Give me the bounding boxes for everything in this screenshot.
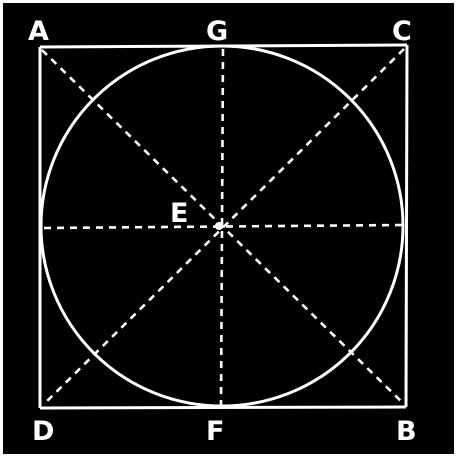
- center-point: [215, 222, 223, 230]
- label-g: G: [206, 16, 228, 47]
- horizontal-diameter: [43, 223, 404, 230]
- label-f: F: [206, 416, 224, 447]
- square-side-db: [39, 405, 407, 410]
- label-e: E: [170, 198, 188, 229]
- label-c: C: [392, 16, 412, 47]
- label-b: B: [396, 416, 417, 447]
- label-d: D: [32, 416, 54, 447]
- diagonal-cd: [42, 48, 405, 406]
- inscribed-circle: [39, 44, 405, 408]
- label-a: A: [28, 16, 49, 47]
- square-side-cb: [404, 44, 409, 408]
